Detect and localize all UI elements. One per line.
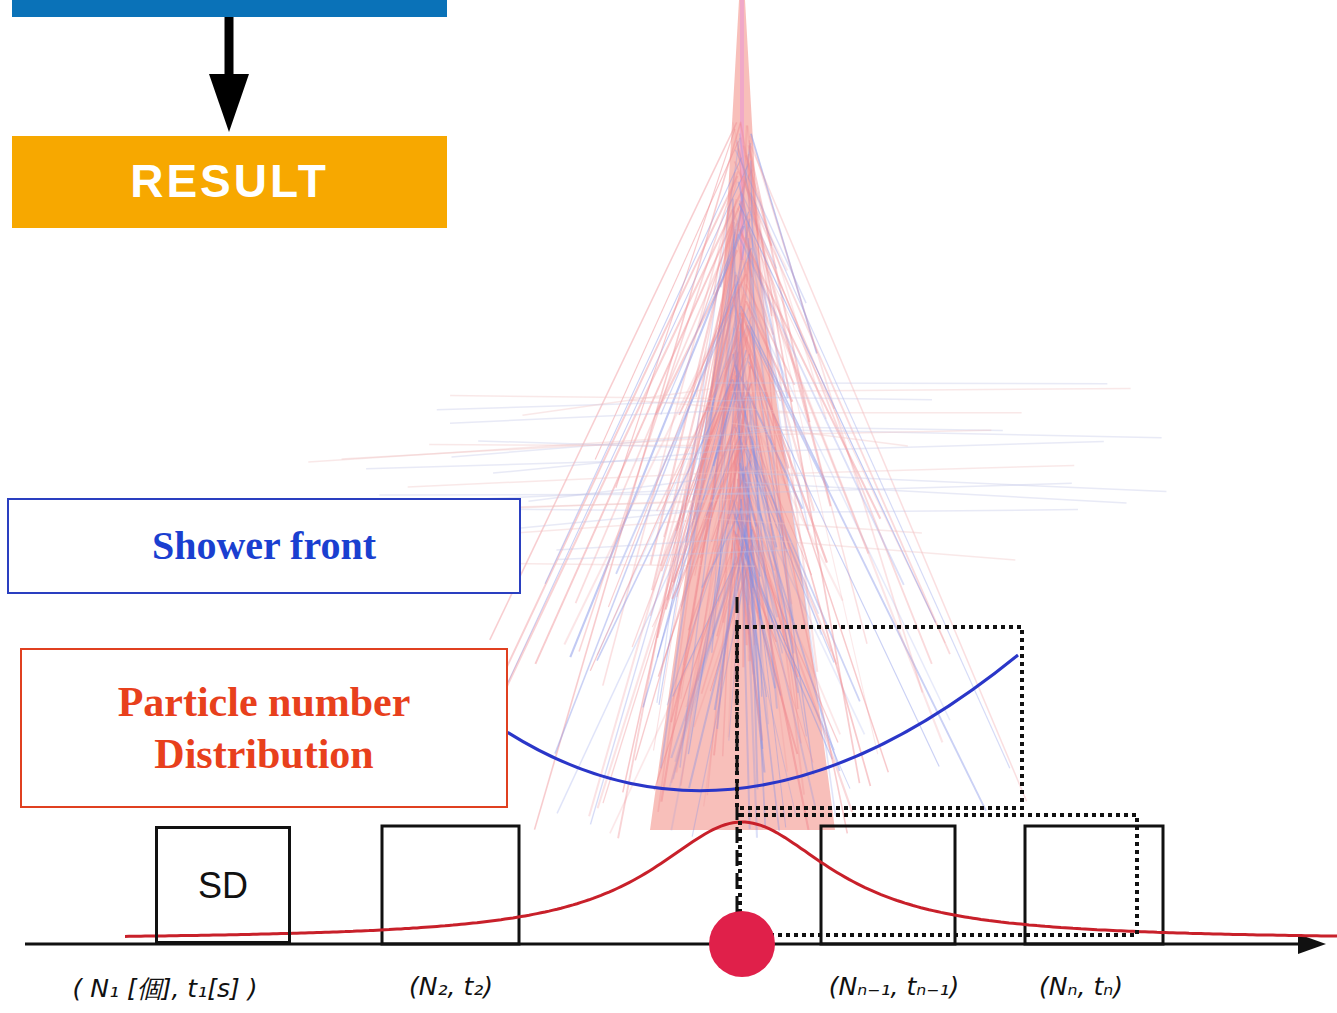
shower-front-curve [507,655,1018,791]
detector-box: SD [155,826,291,944]
particle-track [735,161,950,654]
particle-track [661,212,749,415]
particle-track [748,556,775,689]
cut-off-box [12,0,447,17]
particle-track [616,129,735,488]
particle-track [731,389,1131,392]
particle-track [366,459,711,469]
particle-track [749,565,813,763]
particle-track [756,442,1104,452]
down-arrow-shaft [225,17,234,78]
detector-box [821,826,955,944]
particle-track [450,409,753,423]
particle-track [763,465,1074,474]
particle-track [722,483,1072,493]
particle-track [723,216,748,757]
box-label: Particle number Distribution [54,676,474,781]
particle-track [535,122,741,830]
box-label: Shower front [152,521,376,571]
dotted-outline [737,627,1022,808]
particle-track [749,140,798,709]
particle-track [750,193,1009,769]
particle-track [746,301,792,402]
particle-track [493,447,759,473]
particle-track [738,430,991,435]
particle-track [732,537,1016,560]
dotted-outline [740,815,1137,935]
coordinate-label: ( N₁ [個], t₁[s] ) [73,972,258,1005]
coordinate-label: (Nₙ, tₙ) [1039,972,1123,1001]
particle-track [721,207,734,457]
particle-track [523,389,712,416]
core-point [709,911,775,977]
particle-track [745,483,1127,503]
particle-track [701,518,922,533]
particle-track [715,515,748,710]
particle-track [690,325,739,514]
particle-track [478,441,694,448]
particle-track [529,479,707,501]
particle-track [557,550,790,559]
particle-track [743,397,932,400]
particle-track [342,438,718,459]
particle-track [746,337,847,833]
shower-core [650,0,835,830]
particle-track [731,423,908,446]
particle-track [714,382,1107,384]
particle-track [450,396,720,399]
particle-track [750,136,922,693]
particle-track [750,207,932,664]
particle-track [408,470,784,487]
coordinate-label: (N₂, t₂) [409,972,493,1001]
particle-track [654,203,742,751]
particle-track [630,400,790,412]
distribution-box: Particle number Distribution [20,648,508,808]
coordinate-label: (Nₙ₋₁, tₙ₋₁) [829,972,959,1001]
box-label: RESULT [130,153,329,211]
down-arrow-head [209,74,249,132]
box-label: SD [198,863,248,908]
shower-front-box: Shower front [7,498,521,594]
particle-track [741,499,779,831]
particle-track [597,379,733,660]
particle-track [308,435,720,462]
particle-track [603,181,737,686]
particle-track [772,412,1022,414]
particle-track [738,473,1167,492]
result-box: RESULT [12,136,447,228]
